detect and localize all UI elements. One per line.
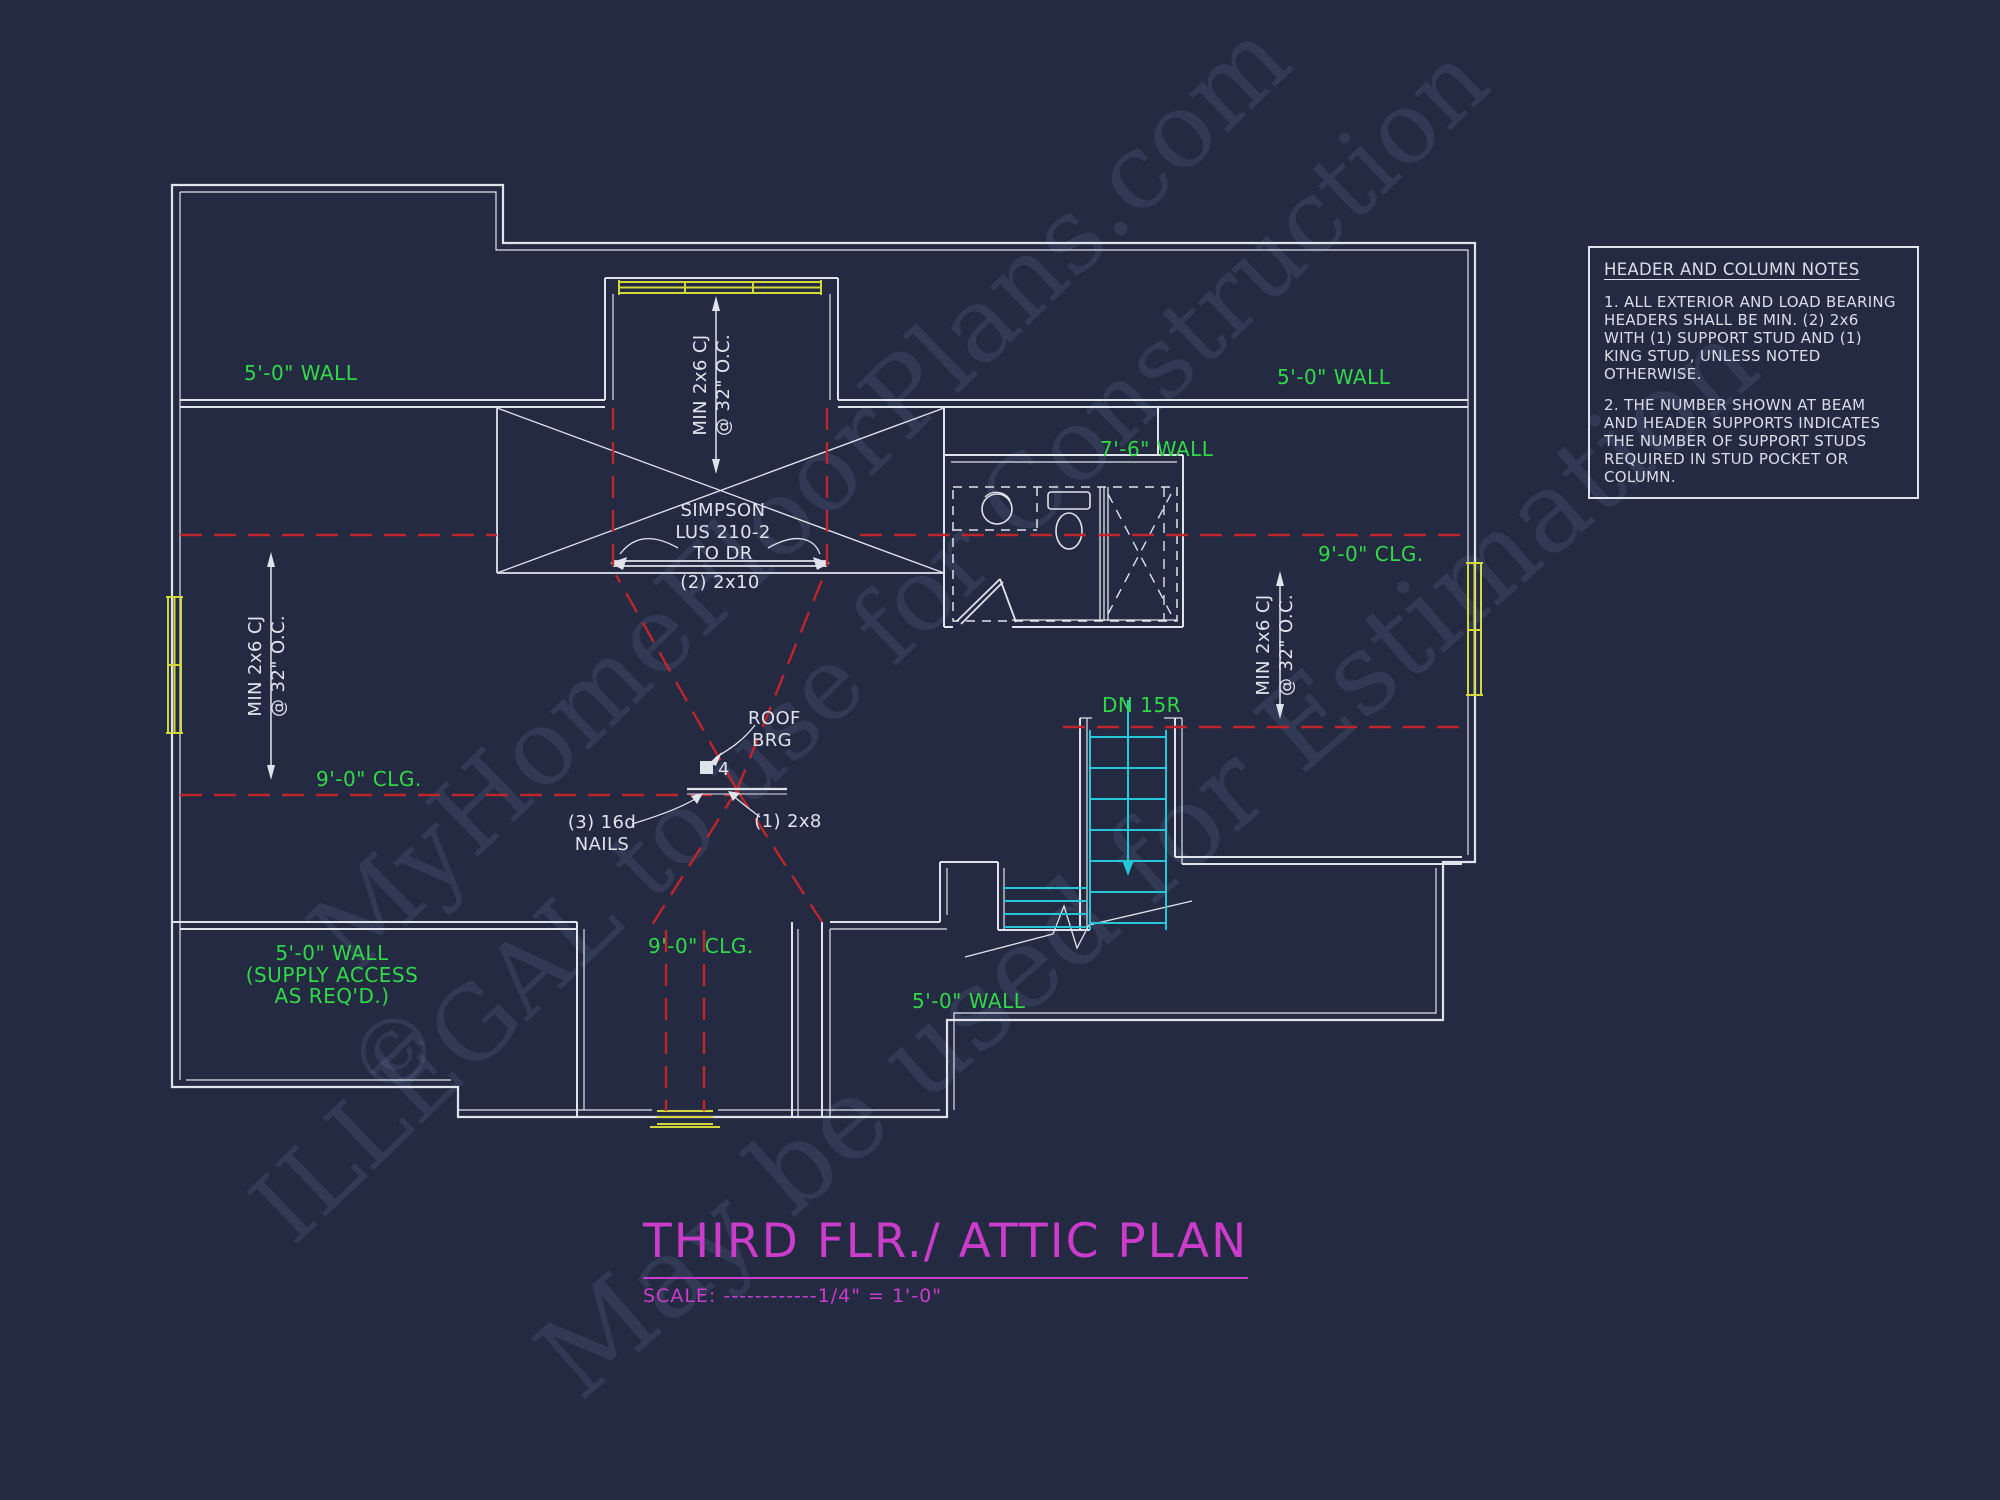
notes-title: HEADER AND COLUMN NOTES	[1604, 260, 1860, 279]
stair-down-arrow	[1122, 860, 1134, 876]
rafter-label: (1) 2x8	[754, 811, 822, 832]
bathroom-fixtures	[952, 486, 1178, 625]
dim-arrow-left	[267, 552, 275, 780]
sink-icon	[981, 493, 1013, 525]
sheet-title: THIRD FLR./ ATTIC PLAN	[643, 1214, 1249, 1279]
roof-brg-marker	[700, 761, 713, 774]
attic-x-brace	[496, 407, 945, 574]
simpson-label-line2: LUS 210-2	[675, 522, 770, 543]
shower-x-brace	[1107, 487, 1172, 621]
title-block: THIRD FLR./ ATTIC PLAN SCALE: ----------…	[643, 1214, 1249, 1307]
windows	[166, 280, 1483, 1128]
window-left	[166, 596, 183, 734]
wall-label-bath: 7'-6" WALL	[1100, 437, 1214, 461]
bath-door-leaf	[956, 578, 1017, 625]
supply-label-line1: 5'-0" WALL	[275, 941, 389, 965]
simpson-label-line3: TO DR	[692, 543, 752, 564]
exterior-walls	[170, 183, 1477, 1119]
supply-label-line2: (SUPPLY ACCESS	[246, 963, 419, 987]
toilet-tank-icon	[1047, 491, 1091, 510]
green-labels: 5'-0" WALL 5'-0" WALL 7'-6" WALL 9'-0" C…	[244, 361, 1424, 1013]
dimension-arrows	[267, 296, 1284, 780]
cj-dim-left-line1: MIN 2x6 CJ	[245, 615, 266, 716]
roof-brg-label-line2: BRG	[752, 730, 792, 751]
window-right	[1466, 562, 1483, 696]
stairs	[1004, 700, 1167, 930]
wall-label-top-left: 5'-0" WALL	[244, 361, 358, 385]
nails-label-line2: NAILS	[575, 834, 630, 855]
cj-dim-left-line2: @ 32" O.C.	[268, 615, 289, 717]
stud-count-label: 4	[718, 759, 730, 780]
cj-dim-right-line1: MIN 2x6 CJ	[1253, 594, 1274, 695]
cj-dim-center-line1: MIN 2x6 CJ	[690, 334, 711, 435]
roof-bearing-assembly	[631, 724, 787, 825]
white-annotations: SIMPSON LUS 210-2 TO DR (2) 2x10 ROOF BR…	[245, 334, 1297, 855]
beam-size-label: (2) 2x10	[680, 572, 759, 593]
cj-dim-center-line2: @ 32" O.C.	[713, 334, 734, 436]
beam-2x10	[610, 538, 830, 570]
dim-arrow-center	[712, 296, 720, 474]
stair-dn-label: DN 15R	[1102, 693, 1181, 717]
sink-faucet-icon	[984, 491, 1011, 501]
wall-label-top-right: 5'-0" WALL	[1277, 365, 1391, 389]
clg-label-right: 9'-0" CLG.	[1318, 542, 1424, 566]
window-top	[618, 280, 822, 295]
notes-item-1: 1. ALL EXTERIOR AND LOAD BEARING HEADERS…	[1604, 292, 1896, 383]
wall-label-bottom: 5'-0" WALL	[912, 989, 1026, 1013]
sheet-scale: SCALE: ------------1/4" = 1'-0"	[643, 1285, 942, 1307]
supply-label-line3: AS REQ'D.)	[274, 984, 389, 1008]
notes-item-2: 2. THE NUMBER SHOWN AT BEAM AND HEADER S…	[1604, 395, 1881, 486]
roof-brg-label-line1: ROOF	[748, 708, 801, 729]
toilet-bowl-icon	[1055, 512, 1083, 550]
shower-glass-wall	[1099, 487, 1109, 621]
simpson-label-line1: SIMPSON	[681, 500, 766, 521]
clg-label-left: 9'-0" CLG.	[316, 767, 422, 791]
window-bottom	[650, 1110, 720, 1128]
ceiling-break-lines	[180, 408, 1468, 1111]
clg-label-bottom: 9'-0" CLG.	[648, 934, 754, 958]
dim-arrow-right	[1276, 571, 1284, 719]
nails-label-line1: (3) 16d	[568, 812, 636, 833]
cj-dim-right-line2: @ 32" O.C.	[1276, 594, 1297, 696]
header-column-notes-box: HEADER AND COLUMN NOTES 1. ALL EXTERIOR …	[1588, 246, 1919, 499]
